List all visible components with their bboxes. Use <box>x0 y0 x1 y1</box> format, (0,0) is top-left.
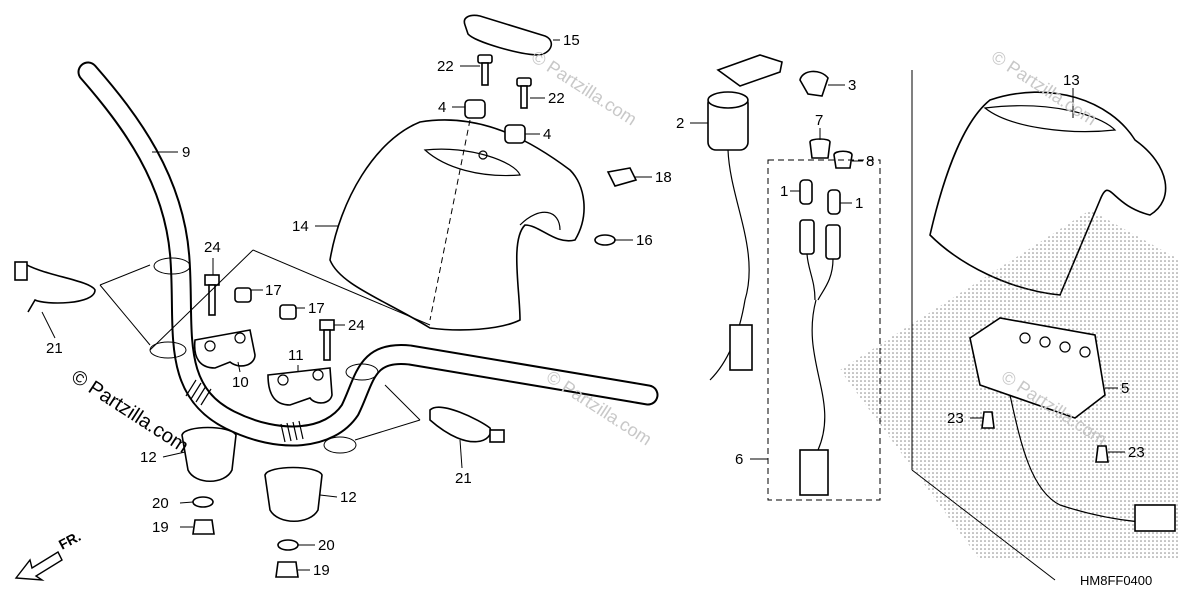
callout-3: 3 <box>848 77 856 94</box>
ignition-switch <box>707 54 783 381</box>
callout-1: 1 <box>780 183 788 200</box>
callout-23: 23 <box>947 410 964 427</box>
watermark-main: © Partzilla.com <box>67 366 192 458</box>
callout-4: 4 <box>543 126 551 143</box>
callout-8: 8 <box>866 153 874 170</box>
callout-19: 19 <box>313 562 330 579</box>
callout-12: 12 <box>340 489 357 506</box>
upper-holder-right <box>267 367 333 406</box>
callout-20: 20 <box>318 537 335 554</box>
callout-17: 17 <box>308 300 325 317</box>
key-and-caps <box>799 70 853 169</box>
callout-12: 12 <box>140 449 157 466</box>
callout-9: 9 <box>182 144 190 161</box>
callout-18: 18 <box>655 169 672 186</box>
callout-22: 22 <box>437 58 454 75</box>
cable-band-left <box>14 261 96 313</box>
upper-holder-left <box>193 329 256 369</box>
callout-22: 22 <box>548 90 565 107</box>
watermark-faint-1: © Partzilla.com <box>528 47 641 130</box>
callout-19: 19 <box>152 519 169 536</box>
holder-reference-lines <box>149 249 431 351</box>
band-reference-lines <box>99 257 421 454</box>
callout-16: 16 <box>636 232 653 249</box>
callout-labels: 15 22 22 4 4 9 14 18 16 24 17 17 24 21 1… <box>46 32 1145 579</box>
callout-1: 1 <box>855 195 863 212</box>
lower-holders <box>181 426 323 522</box>
cover-gasket <box>463 14 553 56</box>
cable-band-right <box>429 406 505 443</box>
callout-24: 24 <box>348 317 365 334</box>
callout-21: 21 <box>455 470 472 487</box>
callout-10: 10 <box>232 374 249 391</box>
callout-5: 5 <box>1121 380 1129 397</box>
callout-14: 14 <box>292 218 309 235</box>
leader-lines <box>41 39 1125 571</box>
callout-4: 4 <box>438 99 446 116</box>
callout-13: 13 <box>1063 72 1080 89</box>
callout-11: 11 <box>288 347 304 364</box>
callout-17: 17 <box>265 282 282 299</box>
handlebar-cover <box>329 119 585 331</box>
front-direction-arrow: FR. <box>14 528 83 581</box>
callout-7: 7 <box>815 112 823 129</box>
callout-24: 24 <box>204 239 221 256</box>
callout-2: 2 <box>676 115 684 132</box>
handlebar <box>77 61 659 447</box>
callout-15: 15 <box>563 32 580 49</box>
callout-6: 6 <box>735 451 743 468</box>
callout-23: 23 <box>1128 444 1145 461</box>
diagram-code: HM8FF0400 <box>1080 573 1152 588</box>
callout-21: 21 <box>46 340 63 357</box>
front-arrow-label: FR. <box>56 528 83 553</box>
indicator-harness <box>767 159 881 501</box>
callout-20: 20 <box>152 495 169 512</box>
speedometer-meter <box>969 317 1176 532</box>
